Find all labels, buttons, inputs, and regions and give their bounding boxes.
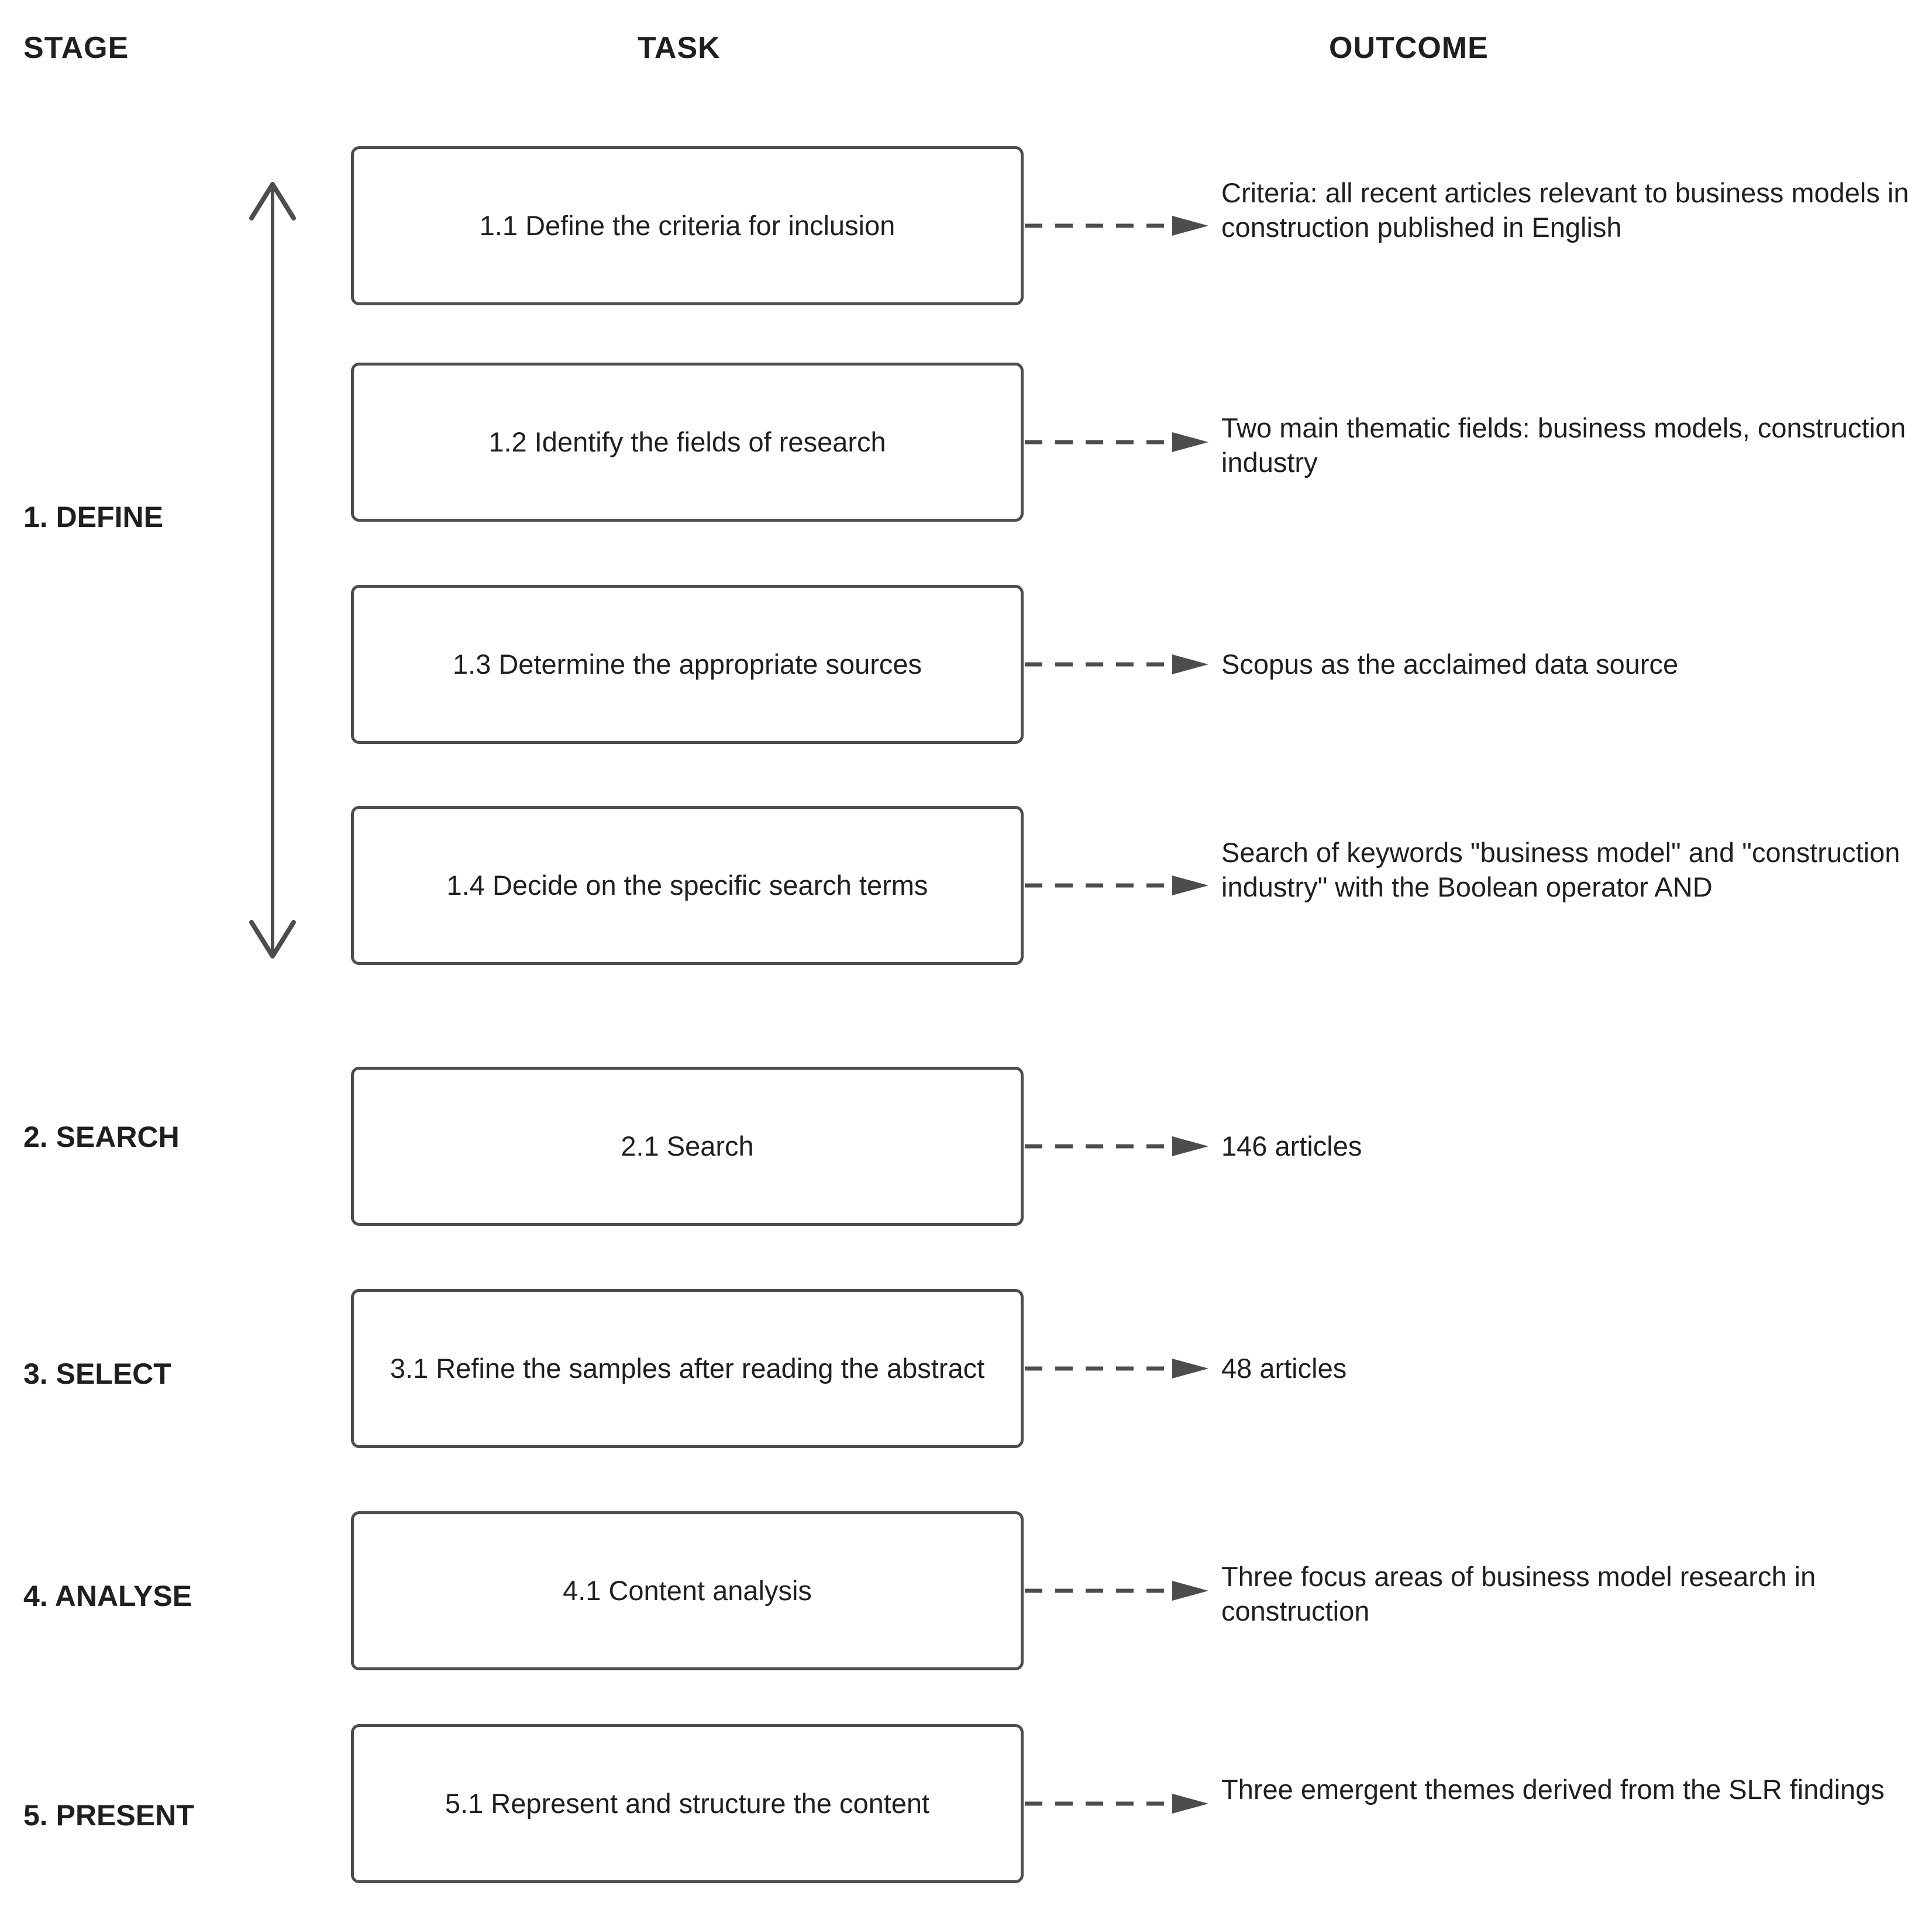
task-label: 1.3 Determine the appropriate sources xyxy=(452,649,922,680)
task-box-1-2[interactable]: 1.2 Identify the fields of research xyxy=(351,363,1024,522)
task-box-2-1[interactable]: 2.1 Search xyxy=(351,1067,1024,1226)
stage-label-select: 3. SELECT xyxy=(23,1357,171,1390)
dashed-arrow-right-icon xyxy=(1025,874,1212,897)
task-label: 2.1 Search xyxy=(621,1130,754,1162)
column-header-stage: STAGE xyxy=(23,31,129,65)
dashed-arrow-right-icon xyxy=(1025,214,1212,237)
dashed-arrow-right-icon xyxy=(1025,653,1212,676)
outcome-text: 146 articles xyxy=(1221,1130,1362,1161)
outcome-text: Criteria: all recent articles relevant t… xyxy=(1221,177,1909,243)
outcome-text: 48 articles xyxy=(1221,1353,1347,1384)
task-box-4-1[interactable]: 4.1 Content analysis xyxy=(351,1511,1024,1670)
outcome-text: Two main thematic fields: business model… xyxy=(1221,412,1906,478)
task-box-1-3[interactable]: 1.3 Determine the appropriate sources xyxy=(351,585,1024,744)
stage-label-define: 1. DEFINE xyxy=(23,501,163,533)
task-box-3-1[interactable]: 3.1 Refine the samples after reading the… xyxy=(351,1289,1024,1448)
task-label: 4.1 Content analysis xyxy=(563,1575,812,1607)
stage-label-present: 5. PRESENT xyxy=(23,1799,194,1832)
dashed-arrow-right-icon xyxy=(1025,1357,1212,1380)
dashed-arrow-right-icon xyxy=(1025,1792,1212,1815)
outcome-text: Three emergent themes derived from the S… xyxy=(1221,1774,1885,1805)
task-label: 1.1 Define the criteria for inclusion xyxy=(479,210,896,242)
task-label: 1.2 Identify the fields of research xyxy=(488,426,886,458)
dashed-arrow-right-icon xyxy=(1025,1579,1212,1602)
outcome-text: Three focus areas of business model rese… xyxy=(1221,1561,1816,1627)
outcome-text: Search of keywords "business model" and … xyxy=(1221,837,1900,903)
column-header-outcome: OUTCOME xyxy=(1329,31,1489,65)
task-label: 5.1 Represent and structure the content xyxy=(445,1788,930,1819)
dashed-arrow-right-icon xyxy=(1025,1135,1212,1158)
task-box-5-1[interactable]: 5.1 Represent and structure the content xyxy=(351,1724,1024,1883)
stage-label-search: 2. SEARCH xyxy=(23,1121,180,1153)
task-label: 1.4 Decide on the specific search terms xyxy=(446,870,928,901)
column-header-task: TASK xyxy=(638,31,721,65)
double-headed-vertical-arrow-icon xyxy=(239,173,309,968)
dashed-arrow-right-icon xyxy=(1025,430,1212,454)
task-label: 3.1 Refine the samples after reading the… xyxy=(390,1353,985,1384)
task-box-1-1[interactable]: 1.1 Define the criteria for inclusion xyxy=(351,146,1024,305)
task-box-1-4[interactable]: 1.4 Decide on the specific search terms xyxy=(351,806,1024,965)
stage-label-analyse: 4. ANALYSE xyxy=(23,1580,192,1612)
outcome-text: Scopus as the acclaimed data source xyxy=(1221,649,1679,680)
